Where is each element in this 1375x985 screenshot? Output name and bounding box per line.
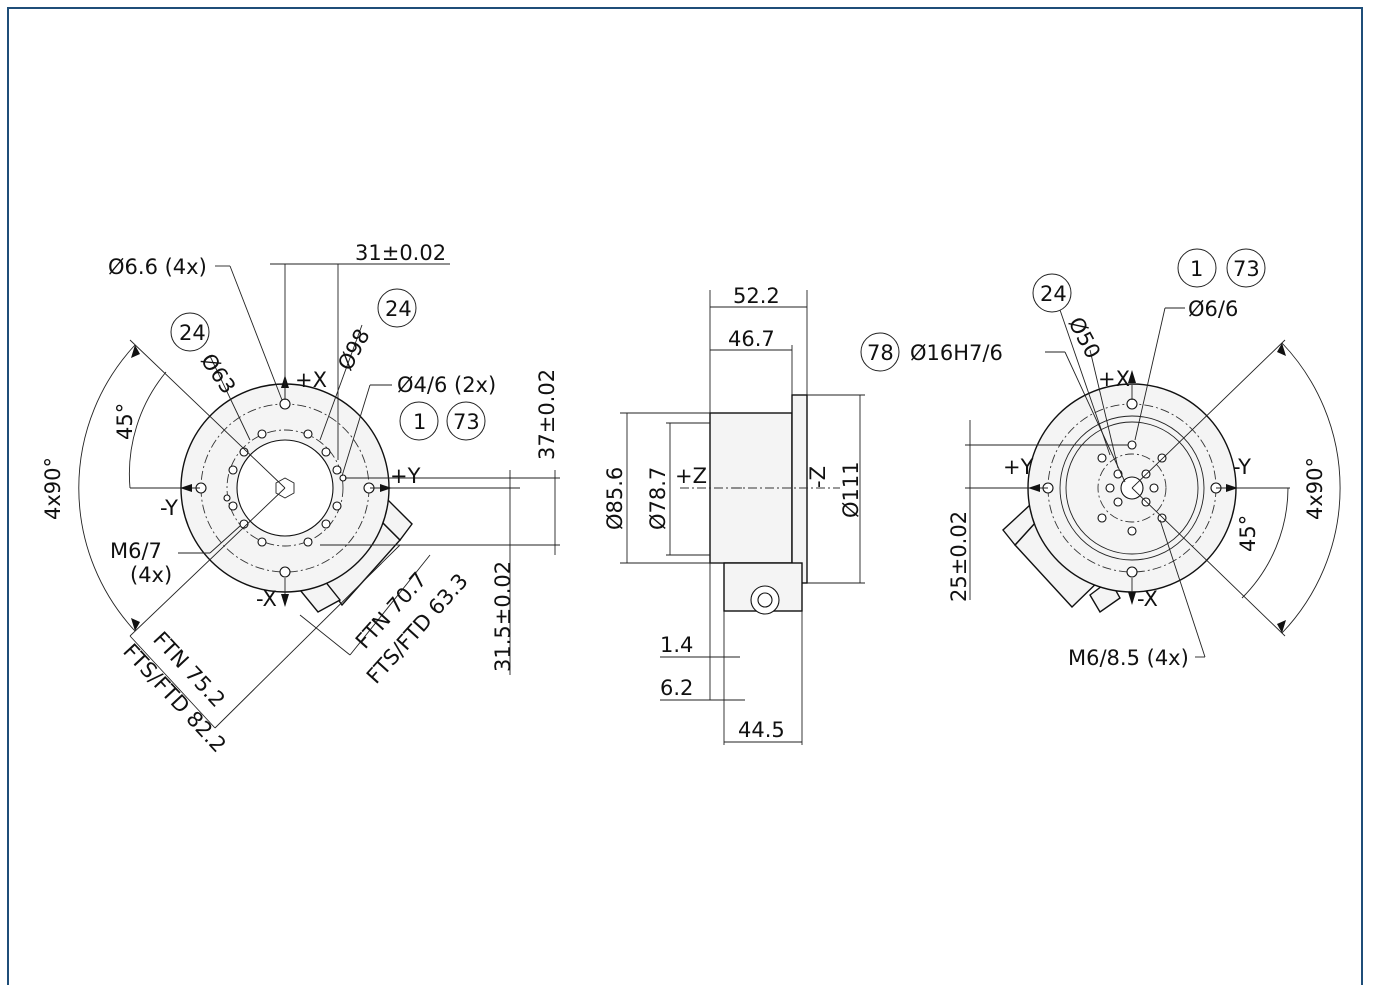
left-bubble-1 <box>399 401 439 441</box>
right-bubble-73 <box>1226 248 1266 288</box>
left-dim-37: 37±0.02 <box>535 369 559 460</box>
left-bubble-73-label: 73 <box>453 410 480 434</box>
left-dim-31-5: 31.5±0.02 <box>491 561 515 672</box>
right-bubble-73-label: 73 <box>1233 257 1260 281</box>
left-axis-minus-y: -Y <box>160 496 178 520</box>
right-axis-minus-y: -Y <box>1233 455 1251 479</box>
left-thread-qty: (4x) <box>130 563 172 587</box>
left-dim-pin: Ø4/6 (2x) <box>397 373 496 397</box>
right-axis-minus-x: -X <box>1137 587 1158 611</box>
left-dim-d63: Ø63 <box>196 349 240 398</box>
left-angle-4x90: 4x90° <box>41 457 65 520</box>
right-dim-bore: Ø16H7/6 <box>910 341 1003 365</box>
left-view <box>78 263 560 729</box>
left-dim-offset: 31±0.02 <box>355 241 446 265</box>
left-axis-minus-x: -X <box>256 587 277 611</box>
right-bubble-78-label: 78 <box>867 341 894 365</box>
right-axis-plus-y: +Y <box>1003 455 1034 479</box>
right-bubble-24 <box>1032 273 1072 313</box>
right-dim-25: 25±0.02 <box>947 511 971 602</box>
sheet-border <box>7 7 1363 985</box>
right-bubble-1-label: 1 <box>1190 257 1203 281</box>
right-hole-top <box>1126 398 1138 410</box>
right-view <box>860 248 1341 658</box>
side-axis-minus-z: -Z <box>806 466 830 488</box>
side-dim-1-4: 1.4 <box>660 633 693 657</box>
left-axis-plus-y: +Y <box>390 464 421 488</box>
right-angle-45: 45° <box>1236 515 1260 552</box>
right-bubble-24-label: 24 <box>1040 282 1067 306</box>
side-dim-6-2: 6.2 <box>660 676 693 700</box>
left-bolt-holes <box>223 429 347 547</box>
left-bubble-24-a <box>170 312 210 352</box>
side-view <box>620 290 865 745</box>
left-bubble-1-label: 1 <box>413 410 426 434</box>
right-bubble-1 <box>1177 248 1217 288</box>
side-dim-d111: Ø111 <box>839 461 863 518</box>
side-dim-d85-6: Ø85.6 <box>603 467 627 530</box>
side-dim-d78-7: Ø78.7 <box>646 467 670 530</box>
right-thread: M6/8.5 (4x) <box>1068 646 1189 670</box>
left-bubble-73 <box>446 401 486 441</box>
right-bubble-78 <box>860 332 900 372</box>
side-dim-44-5: 44.5 <box>738 718 785 742</box>
side-dim-52-2: 52.2 <box>733 284 780 308</box>
left-angle-45: 45° <box>113 403 137 440</box>
left-hex-marker <box>275 477 295 499</box>
side-axis-plus-z: +Z <box>675 464 707 488</box>
left-hole-bottom <box>279 566 291 578</box>
right-hole-bottom <box>1126 566 1138 578</box>
side-dim-46-7: 46.7 <box>728 327 775 351</box>
left-dim-d98: Ø98 <box>333 325 375 374</box>
right-dim-pin: Ø6/6 <box>1188 297 1238 321</box>
left-bubble-24-a-label: 24 <box>179 321 206 345</box>
left-thread: M6/7 <box>110 539 162 563</box>
right-angle-4x90: 4x90° <box>1303 457 1327 520</box>
left-bubble-24-b <box>377 288 417 328</box>
left-bubble-24-b-label: 24 <box>385 297 412 321</box>
side-flange <box>791 394 808 584</box>
left-hole-top <box>279 398 291 410</box>
left-axis-plus-x: +X <box>295 368 327 392</box>
right-axis-plus-x: +X <box>1098 367 1130 391</box>
left-dim-hole-pattern: Ø6.6 (4x) <box>108 255 207 279</box>
